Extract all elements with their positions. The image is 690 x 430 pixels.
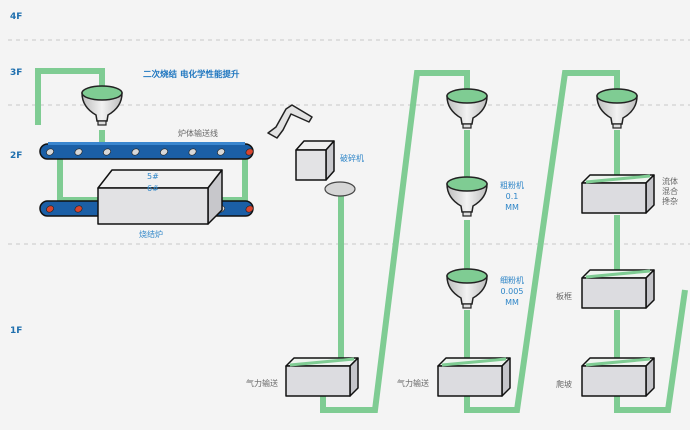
coarse-mill-unit: MM xyxy=(505,203,519,212)
conveyor-roller xyxy=(245,205,254,213)
funnel-fine-mill xyxy=(446,268,488,309)
fine-mill-size: 0.005 xyxy=(500,287,524,296)
mixer-label-line3: 搀杂 xyxy=(662,197,678,206)
floor-label-1f: 1F xyxy=(10,326,23,336)
conveyor-roller xyxy=(217,148,225,156)
plate-frame-label: 板框 xyxy=(556,292,572,301)
conveyor-roller xyxy=(74,205,83,213)
fine-mill-name: 细粉机 xyxy=(500,276,524,285)
slope-box xyxy=(581,357,655,397)
slope-label: 爬坡 xyxy=(556,380,572,389)
pipe-feed-left xyxy=(35,68,105,125)
conveyor-roller xyxy=(160,148,168,156)
crusher-box xyxy=(295,140,335,181)
conveyor-roller xyxy=(245,148,254,156)
conveyor-roller xyxy=(131,148,140,156)
mixer-label-line1: 流体 xyxy=(662,177,678,186)
pipe-section3-out xyxy=(464,70,620,413)
crusher-outlet-disk xyxy=(324,181,356,197)
fine-mill-label: 细粉机 0.005 MM xyxy=(500,275,524,308)
furnace-label: 烧结炉 xyxy=(139,230,163,239)
conveyor-roller xyxy=(188,148,197,156)
mixer-label: 流体 混合 搀杂 xyxy=(662,177,678,207)
coarse-mill-label: 粗粉机 0.1 MM xyxy=(500,180,524,213)
conveyor-top xyxy=(39,142,254,160)
pipe-section4-out xyxy=(614,289,688,413)
floor-label-2f: 2F xyxy=(10,151,23,161)
pipe-section2-out xyxy=(320,70,470,413)
funnel-section4-top xyxy=(596,88,638,129)
mixer-box xyxy=(581,174,655,214)
crusher-label: 破碎机 xyxy=(340,154,364,163)
robot-arm-icon xyxy=(267,104,313,139)
funnel-3f xyxy=(81,85,123,126)
coarse-mill-size: 0.1 xyxy=(505,192,519,201)
mixer-label-line2: 混合 xyxy=(662,187,678,196)
conveyor-roller xyxy=(74,148,83,156)
funnel-coarse-mill xyxy=(446,176,488,217)
pneumatic-box-2 xyxy=(437,357,511,397)
pneumatic-label-2: 气力输送 xyxy=(397,379,429,388)
process-title: 二次烧结 电化学性能提升 xyxy=(143,70,240,80)
plate-frame-box xyxy=(581,269,655,309)
funnel-section3-top xyxy=(446,88,488,129)
floor-dividers xyxy=(8,39,690,245)
conveyor-label: 炉体输送线 xyxy=(178,129,218,138)
coarse-mill-name: 粗粉机 xyxy=(500,181,524,190)
pneumatic-label-1: 气力输送 xyxy=(246,379,278,388)
conveyor-roller xyxy=(46,148,54,156)
furnace-number-5: 5# xyxy=(147,172,159,181)
furnace-number-6: 6# xyxy=(147,184,159,193)
conveyor-roller xyxy=(103,148,111,156)
floor-label-4f: 4F xyxy=(10,12,23,22)
floor-label-3f: 3F xyxy=(10,68,23,78)
fine-mill-unit: MM xyxy=(505,298,519,307)
pneumatic-box-1 xyxy=(285,357,359,397)
conveyor-roller xyxy=(46,205,54,213)
sintering-furnace xyxy=(97,169,223,225)
